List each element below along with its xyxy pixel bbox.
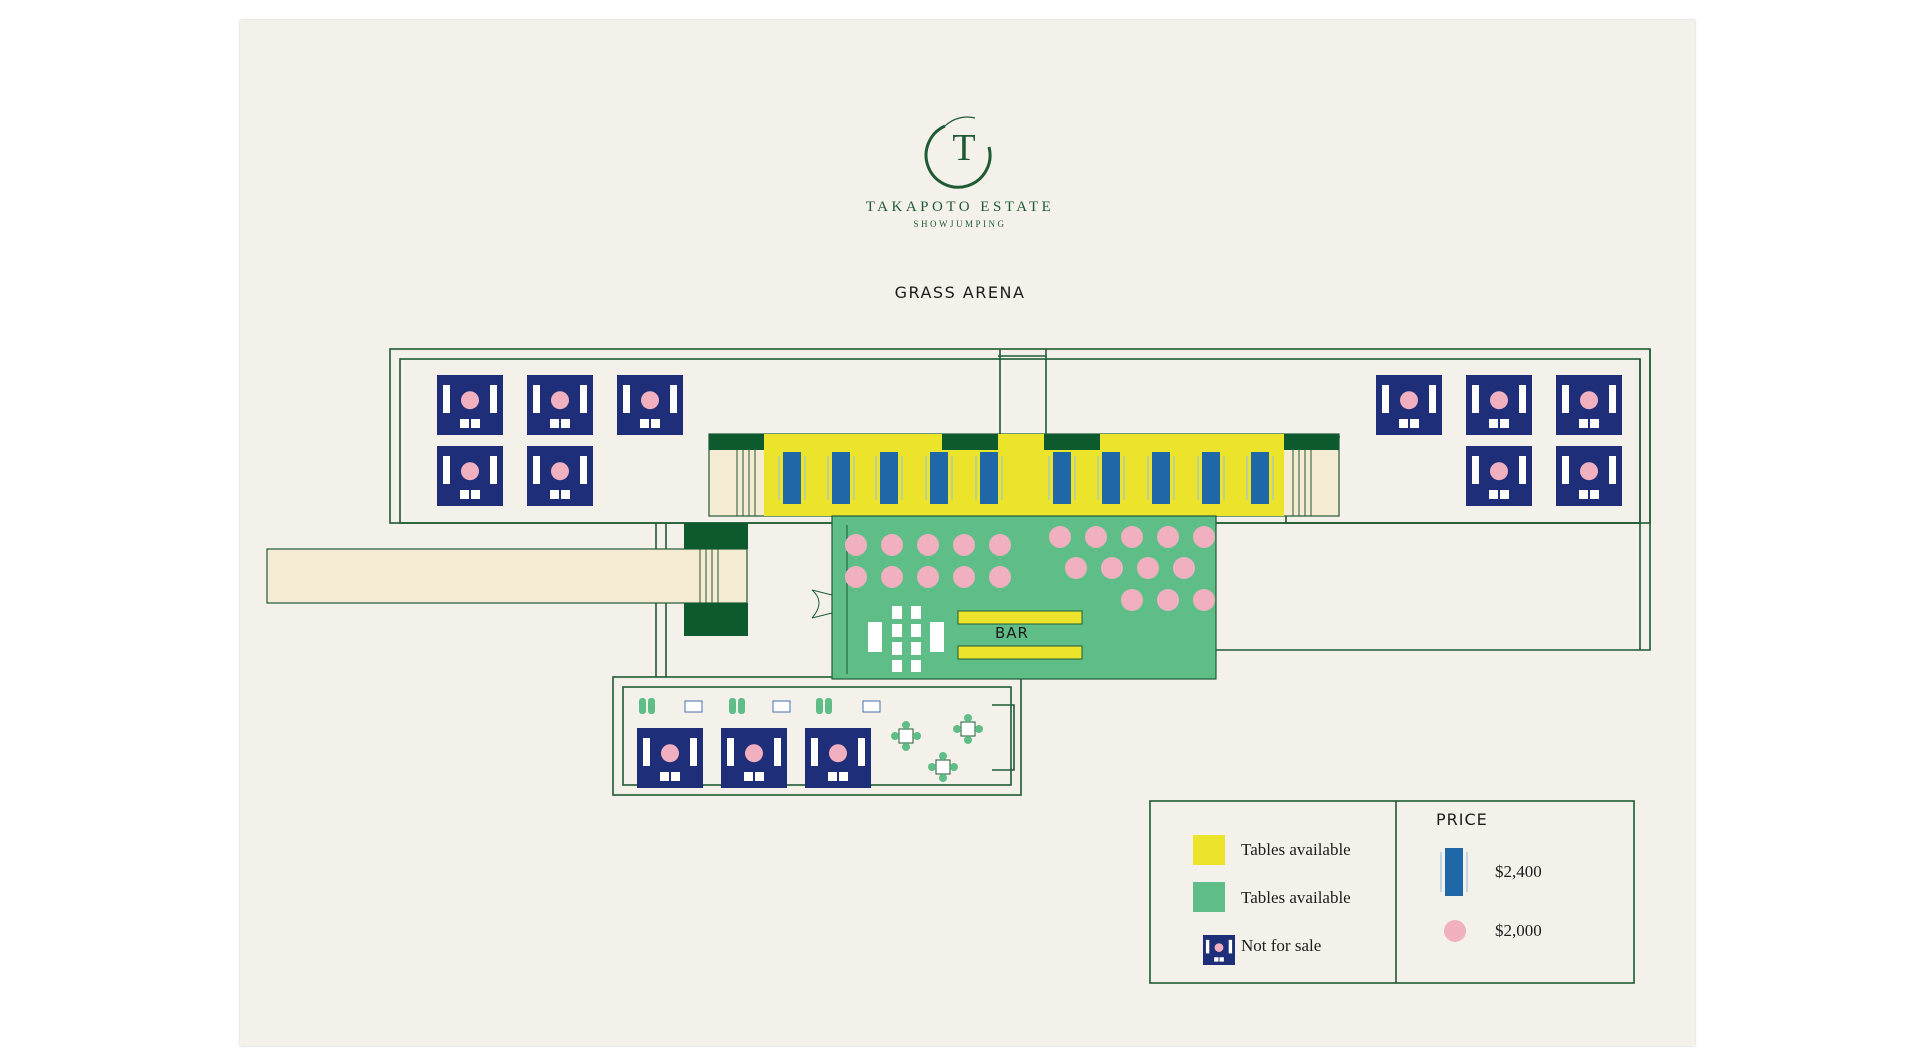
price-title: PRICE <box>1436 810 1488 829</box>
legend-label-green: Tables available <box>1241 888 1351 907</box>
blue-table <box>1097 452 1125 504</box>
logo-letter: T <box>952 127 975 169</box>
legend-label-navy: Not for sale <box>1241 936 1322 955</box>
price-label-pink: $2,000 <box>1495 921 1542 940</box>
navy-table <box>1203 935 1235 965</box>
legend-swatch-green <box>1193 882 1225 912</box>
bar-seat <box>892 660 902 672</box>
navy-table <box>637 728 703 788</box>
map-title: GRASS ARENA <box>894 283 1026 302</box>
blue-table <box>1048 452 1076 504</box>
bar-label: BAR <box>995 624 1029 642</box>
bar-counters <box>957 610 1083 660</box>
bar-seat <box>892 606 902 619</box>
cross-table <box>891 721 921 751</box>
blue-table <box>1197 452 1225 504</box>
navy-table <box>437 375 503 435</box>
blue-table <box>778 452 806 504</box>
pink-table <box>1193 589 1215 611</box>
pink-table <box>1173 557 1195 579</box>
pink-table <box>1157 526 1179 548</box>
pink-tables <box>845 526 1215 611</box>
navy-table <box>527 375 593 435</box>
cross-table <box>953 714 983 744</box>
pink-table <box>1049 526 1071 548</box>
legend-label-yellow: Tables available <box>1241 840 1351 859</box>
lounge-chairs <box>639 698 655 714</box>
grandstand <box>708 433 1340 517</box>
navy-table <box>721 728 787 788</box>
navy-table <box>1376 375 1442 435</box>
price-label-blue: $2,400 <box>1495 862 1542 881</box>
cross-table <box>928 752 958 782</box>
blue-table <box>1246 452 1274 504</box>
bar-seat <box>911 606 921 619</box>
pink-table <box>1121 526 1143 548</box>
lounge-table <box>772 700 791 713</box>
entrance-walkway <box>266 548 748 604</box>
bar-seat <box>911 642 921 655</box>
blue-table <box>925 452 953 504</box>
pink-table <box>881 534 903 556</box>
bar-seat <box>892 642 902 655</box>
navy-table <box>1556 375 1622 435</box>
navy-table <box>1466 375 1532 435</box>
bar-seat <box>892 624 902 637</box>
navy-table <box>1466 446 1532 506</box>
pink-table <box>917 534 939 556</box>
pink-table <box>1085 526 1107 548</box>
bar-seat <box>911 624 921 637</box>
pink-table <box>989 566 1011 588</box>
legend-icon-navy-table <box>1203 935 1235 965</box>
navy-table <box>805 728 871 788</box>
navy-table <box>1556 446 1622 506</box>
bar-seat <box>868 622 882 652</box>
blue-table <box>975 452 1003 504</box>
logo-mark: T <box>924 116 992 189</box>
pink-table <box>1101 557 1123 579</box>
brand-subtitle: SHOWJUMPING <box>913 219 1007 229</box>
blue-table <box>827 452 855 504</box>
legend-icon-pink-table <box>1444 920 1466 942</box>
pink-table <box>845 534 867 556</box>
pink-table <box>989 534 1011 556</box>
lounge-table <box>862 700 881 713</box>
pink-table <box>881 566 903 588</box>
bar-seating <box>868 606 944 672</box>
pink-table <box>1121 589 1143 611</box>
pink-table <box>953 534 975 556</box>
brand-name: TAKAPOTO ESTATE <box>865 199 1055 215</box>
pink-table <box>1137 557 1159 579</box>
blue-table <box>1147 452 1175 504</box>
pink-table <box>953 566 975 588</box>
navy-table <box>437 446 503 506</box>
navy-tables <box>437 375 1622 788</box>
navy-table <box>617 375 683 435</box>
lounge-chairs <box>729 698 745 714</box>
pink-table <box>1157 589 1179 611</box>
bar-seat <box>930 622 944 652</box>
zone-door <box>811 589 833 619</box>
pink-table <box>845 566 867 588</box>
blue-table <box>875 452 903 504</box>
lounge-table <box>684 700 703 713</box>
legend-icon-blue-table <box>1445 848 1463 896</box>
pink-table <box>917 566 939 588</box>
legend-box <box>1149 800 1635 984</box>
pink-table <box>1065 557 1087 579</box>
lounge-furniture <box>639 698 983 782</box>
bar-seat <box>911 660 921 672</box>
navy-table <box>527 446 593 506</box>
blue-tables <box>778 452 1274 504</box>
lounge-chairs <box>816 698 832 714</box>
legend-swatch-yellow <box>1193 835 1225 865</box>
pink-table <box>1193 526 1215 548</box>
entrance-blocks <box>684 523 748 636</box>
